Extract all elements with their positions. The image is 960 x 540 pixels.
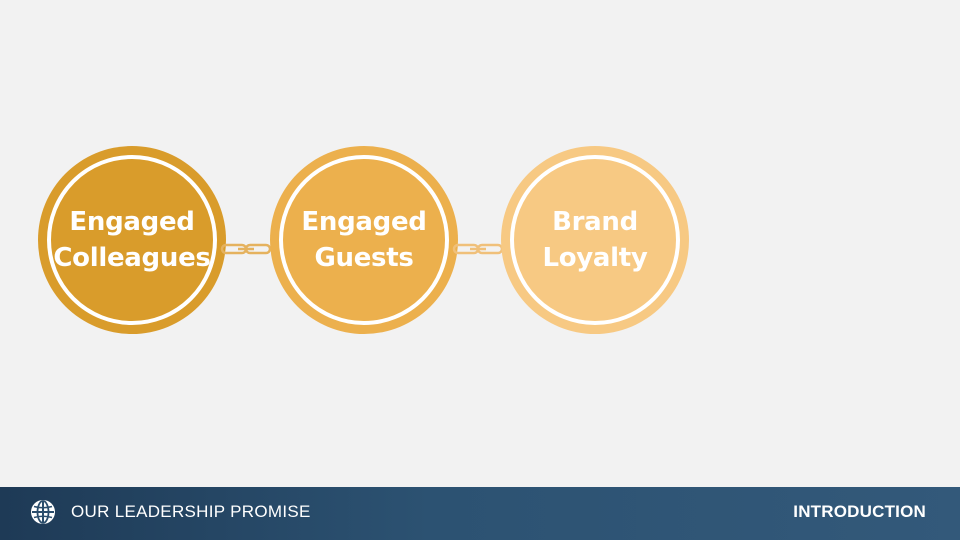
circle-ring: [47, 155, 217, 325]
circle-label: Engaged Colleagues: [53, 207, 211, 273]
chain-link-icon: [452, 243, 504, 255]
slide-canvas: Engaged Colleagues Engaged Guests Brand …: [38, 146, 689, 334]
chain-link-icon: [220, 243, 272, 255]
circle-label: Brand Loyalty: [542, 207, 648, 273]
circle-label: Engaged Guests: [301, 207, 427, 273]
circle-engaged-guests: Engaged Guests: [270, 146, 458, 334]
circle-ring: [279, 155, 449, 325]
circle-brand-loyalty: Brand Loyalty: [501, 146, 689, 334]
circle-ring: [510, 155, 680, 325]
section-label: INTRODUCTION: [793, 502, 926, 521]
footer-title: OUR LEADERSHIP PROMISE: [71, 502, 311, 521]
footer-bar: OUR LEADERSHIP PROMISE INTRODUCTION: [0, 487, 960, 540]
globe-icon: [31, 500, 55, 524]
circle-engaged-colleagues: Engaged Colleagues: [38, 146, 226, 334]
